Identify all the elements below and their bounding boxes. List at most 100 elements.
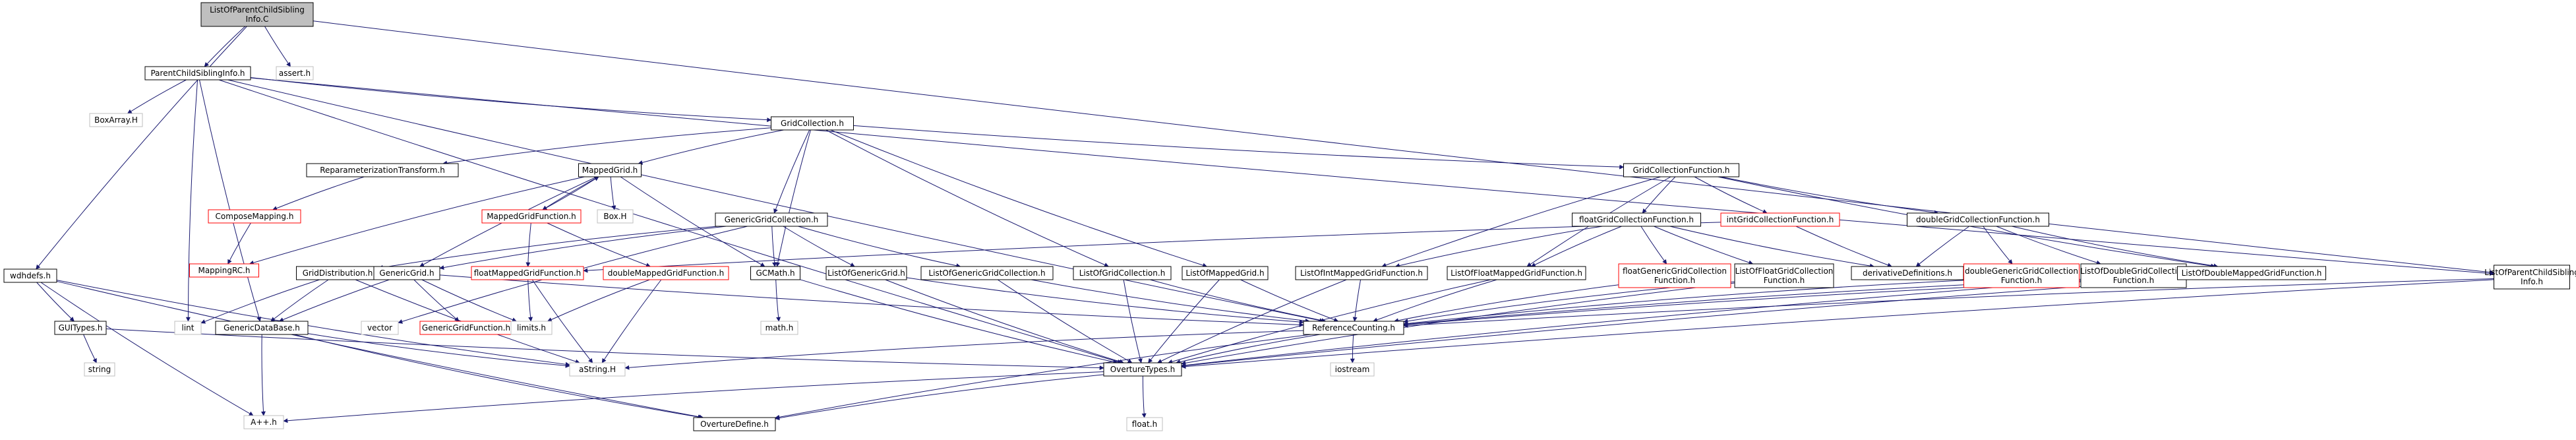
edge-loggr-to-rc [906,277,1304,325]
node-rt[interactable]: ReparameterizationTransform.h [306,163,459,177]
node-gd[interactable]: GridDistribution.h [296,266,379,280]
node-gui[interactable]: GUITypes.h [54,321,107,335]
node-loimgf[interactable]: ListOfIntMappedGridFunction.h [1295,266,1428,280]
node-pcs[interactable]: ParentChildSiblingInfo.h [144,66,251,80]
node-box [3,268,57,283]
node-gg[interactable]: GenericGrid.h [373,266,440,280]
edge-gdb-to-od [293,334,703,420]
edge-lopcs-to-ot [1181,279,2494,369]
node-lofmgf[interactable]: ListOfFloatMappedGridFunction.h [1447,266,1586,280]
node-lint[interactable]: lint [174,321,202,335]
edge-dgcf-to-lodgcf [1996,226,2101,265]
node-label: ReparameterizationTransform.h [320,166,445,175]
node-rc[interactable]: ReferenceCounting.h [1303,321,1404,335]
node-box [1103,362,1182,377]
node-cm[interactable]: ComposeMapping.h [208,209,301,224]
node-mg[interactable]: MappedGrid.h [578,163,642,177]
node-mrc[interactable]: MappingRC.h [189,263,259,278]
node-box [481,209,582,224]
node-deriv[interactable]: derivativeDefinitions.h [1851,266,1964,280]
edge-dmgf-to-limits [547,279,650,322]
node-label: ListOfFloatMappedGridFunction.h [1451,268,1582,278]
node-box [471,266,584,280]
edge-gg-to-gdb [278,279,390,322]
node-lodmgf[interactable]: ListOfDoubleMappedGridFunction.h [2177,266,2326,280]
node-box [1618,263,1731,288]
node-label: lint [182,323,195,332]
node-od[interactable]: OvertureDefine.h [693,417,776,431]
edge-gui-to-string [83,334,97,363]
node-label: OvertureTypes.h [1110,365,1175,374]
node-gdb[interactable]: GenericDataBase.h [215,321,309,335]
node-fgcf[interactable]: floatGridCollectionFunction.h [1572,212,1701,227]
node-box [1572,212,1701,227]
node-astring[interactable]: aString.H [569,362,626,377]
node-app[interactable]: A++.h [243,415,284,429]
node-gcm[interactable]: GCMath.h [750,266,800,280]
node-dgcf[interactable]: doubleGridCollectionFunction.h [1907,212,2049,227]
node-vector[interactable]: vector [361,321,399,335]
node-gcf[interactable]: GridCollectionFunction.h [1623,163,1739,177]
edge-pcs-to-boxarray [127,79,187,114]
edge-wdh-to-astring [56,280,570,367]
edge-mg-to-boxh [610,176,616,210]
node-box [693,417,776,431]
node-mgf[interactable]: MappedGridFunction.h [481,209,582,224]
node-label: aString.H [579,365,616,374]
node-igcf[interactable]: intGridCollectionFunction.h [1720,212,1840,227]
node-stdmath[interactable]: math.h [760,321,798,335]
node-box [771,116,854,131]
node-label: limits.h [517,323,546,332]
edge-lodgcf-to-ot [1181,280,2082,368]
node-wdh[interactable]: wdhdefs.h [3,268,57,283]
node-string[interactable]: string [84,362,115,377]
edge-lomg-to-ot [1148,279,1220,363]
node-label: BoxArray.H [94,115,138,125]
node-box [1623,163,1739,177]
node-box [1734,263,1834,288]
node-gc[interactable]: GridCollection.h [771,116,854,131]
edge-rc-to-od [775,334,1311,420]
node-label: GenericGridCollection.h [725,215,819,224]
node-lomg[interactable]: ListOfMappedGrid.h [1182,266,1269,280]
node-box [1303,321,1404,335]
edge-gcf-to-dgcf [1720,176,1939,215]
node-label: doubleGridCollectionFunction.h [1916,215,2040,224]
node-label: GridCollection.h [781,119,844,128]
node-label: Function.h [1764,276,1805,285]
node-loggr[interactable]: ListOfGenericGrid.h [825,266,907,280]
node-label: string [88,365,111,374]
node-box [569,362,626,377]
node-loggc[interactable]: ListOfGenericGridCollection.h [920,266,1054,280]
node-box [2080,263,2187,288]
node-fmgf[interactable]: floatMappedGridFunction.h [471,266,584,280]
node-logc[interactable]: ListOfGridCollection.h [1073,266,1172,280]
edge-mgf-to-fmgf [525,222,531,267]
edge-fggcf-to-rc [1393,284,1619,323]
node-ot[interactable]: OvertureTypes.h [1103,362,1182,377]
edge-wdh-to-gui [36,282,75,322]
node-limits[interactable]: limits.h [510,321,553,335]
node-boxh[interactable]: Box.H [597,209,634,224]
node-assert[interactable]: assert.h [276,66,314,80]
edge-rc-to-iostream [1350,334,1355,363]
node-ggc[interactable]: GenericGridCollection.h [715,212,828,227]
edge-mgf-to-dmgf [547,222,651,268]
edge-gcf-to-fgcf [1642,176,1676,214]
edge-gc-to-gcm [775,129,812,267]
node-iostream[interactable]: iostream [1330,362,1375,377]
node-box [306,163,459,177]
node-ggf[interactable]: GenericGridFunction.h [419,321,513,335]
node-dmgf[interactable]: doubleMappedGridFunction.h [603,266,729,280]
edge-dgcf-to-deriv [1915,226,1970,267]
edge-wdh-to-od [56,280,704,420]
node-float[interactable]: float.h [1126,417,1163,431]
node-boxarray[interactable]: BoxArray.H [89,113,143,127]
